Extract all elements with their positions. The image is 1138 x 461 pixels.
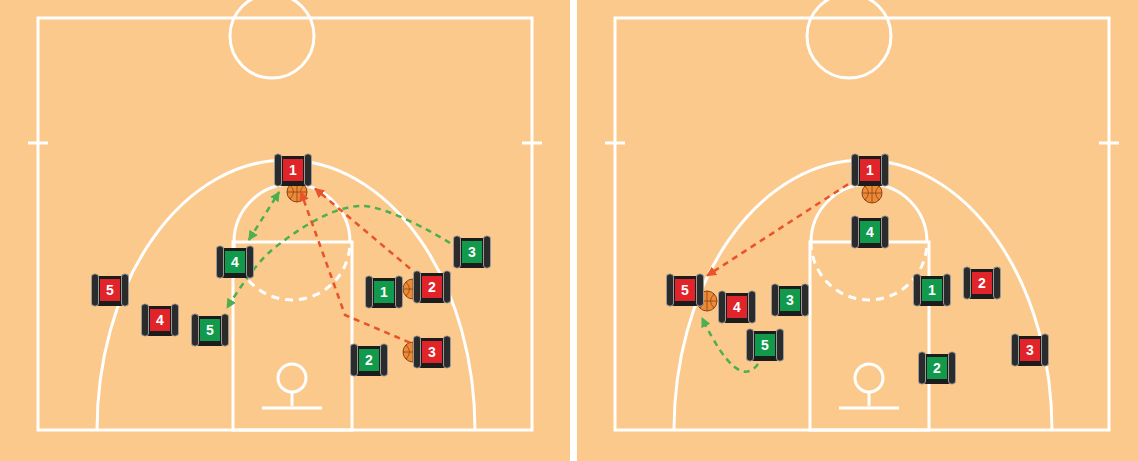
player-chair: 3	[413, 333, 451, 371]
pass-arrow	[227, 206, 450, 308]
player-number: 4	[216, 243, 254, 281]
player-chair: 1	[365, 273, 403, 311]
player-number: 2	[413, 268, 451, 306]
player-number: 3	[413, 333, 451, 371]
pass-arrow	[707, 184, 848, 275]
player-number: 3	[1011, 331, 1049, 369]
player-chair: 5	[746, 326, 784, 364]
player-chair: 2	[413, 268, 451, 306]
player-number: 4	[718, 288, 756, 326]
player-chair: 5	[191, 311, 229, 349]
player-chair: 3	[453, 233, 491, 271]
player-chair: 3	[1011, 331, 1049, 369]
player-chair: 2	[918, 349, 956, 387]
player-chair: 1	[851, 151, 889, 189]
left-court	[0, 0, 570, 461]
player-number: 1	[851, 151, 889, 189]
player-chair: 4	[141, 301, 179, 339]
player-chair: 1	[913, 271, 951, 309]
player-number: 1	[913, 271, 951, 309]
player-chair: 4	[216, 243, 254, 281]
pass-arrow	[249, 192, 279, 240]
player-number: 3	[453, 233, 491, 271]
player-number: 2	[963, 264, 1001, 302]
player-chair: 1	[274, 151, 312, 189]
player-chair: 2	[350, 341, 388, 379]
player-chair: 2	[963, 264, 1001, 302]
pass-arrow	[301, 192, 410, 343]
player-number: 5	[666, 271, 704, 309]
player-chair: 3	[771, 281, 809, 319]
player-number: 1	[365, 273, 403, 311]
right-court	[577, 0, 1138, 461]
player-chair: 5	[91, 271, 129, 309]
pass-arrow	[315, 189, 410, 269]
player-number: 3	[771, 281, 809, 319]
player-number: 4	[141, 301, 179, 339]
player-number: 5	[746, 326, 784, 364]
player-number: 5	[91, 271, 129, 309]
player-number: 2	[350, 341, 388, 379]
player-number: 1	[274, 151, 312, 189]
player-chair: 4	[718, 288, 756, 326]
player-chair: 4	[851, 213, 889, 251]
movement-path	[702, 318, 758, 372]
player-number: 5	[191, 311, 229, 349]
player-number: 2	[918, 349, 956, 387]
player-chair: 5	[666, 271, 704, 309]
player-number: 4	[851, 213, 889, 251]
